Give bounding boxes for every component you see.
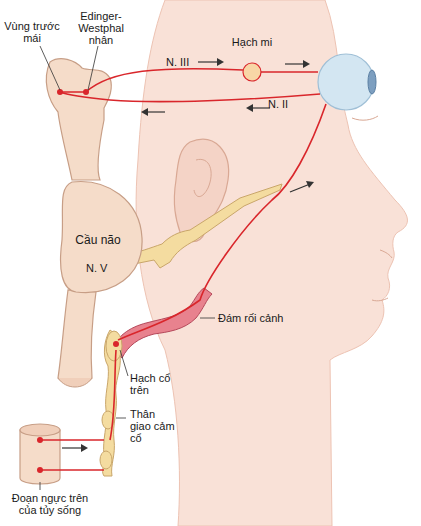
ear-fold: [194, 159, 211, 196]
anatomy-label: Vùng trước mái: [4, 20, 60, 44]
eyeball: [318, 54, 374, 110]
carotid-artery: [112, 288, 212, 358]
anatomy-label: N. II: [268, 98, 308, 110]
medulla: [58, 290, 96, 384]
lips: [372, 298, 388, 301]
node-label: Cầu não: [52, 234, 144, 246]
anatomy-label: Hạch cổ trên: [130, 372, 190, 396]
anatomy-label: Thân giao cảm cổ: [130, 408, 178, 444]
pons-shape: Cầu não: [52, 180, 144, 296]
anatomy-label: Đoạn ngực trên của tủy sống: [2, 492, 98, 516]
node-label: Hạch mi: [228, 36, 276, 48]
neural-pathway: [40, 69, 326, 470]
eyebrow: [352, 116, 378, 120]
spinal-segment: [20, 430, 60, 484]
nostril: [380, 250, 392, 258]
anatomy-label: Edinger-Westphal nhân: [70, 10, 132, 46]
head-silhouette: [136, 0, 407, 526]
ganglion-circle: Hạch mi: [228, 36, 276, 82]
leader-line: [40, 46, 215, 490]
spinal-section: [20, 424, 60, 436]
anatomy-label: Đám rối cảnh: [218, 312, 308, 324]
anatomy-label: N. V: [86, 262, 122, 274]
midbrain: [46, 59, 111, 180]
iris: [368, 70, 376, 94]
anatomy-label: N. III: [166, 56, 206, 68]
superior-cervical-ganglion: [106, 331, 122, 361]
chain-ganglion: [100, 451, 112, 469]
trigeminal-nerve: [122, 184, 282, 268]
node-shape: [243, 63, 261, 81]
medulla-cut: [58, 378, 92, 387]
